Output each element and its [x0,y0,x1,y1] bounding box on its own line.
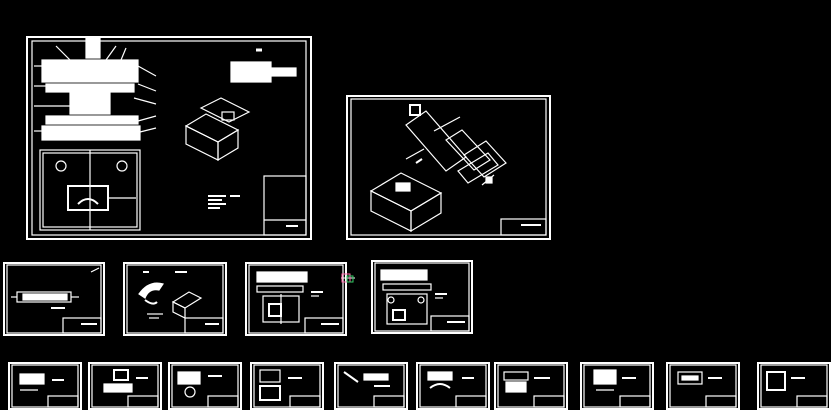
exploded-shaft-assembly [405,104,507,186]
sheet-part-2[interactable] [123,262,227,336]
sheet-part-8[interactable] [250,362,324,410]
sheet-part-13[interactable] [666,362,740,410]
isometric-part [184,97,251,162]
sheet-part-4[interactable] [371,260,473,334]
technical-notes [208,195,240,209]
title-block [263,175,307,236]
sheet-part-1[interactable] [3,262,105,336]
sheet-part-5[interactable] [8,362,82,410]
exploded-block-part [369,158,443,233]
die-front-view [34,37,157,141]
sheet-part-9[interactable] [334,362,408,410]
sheet-part-10[interactable] [416,362,490,410]
sheet-part-6[interactable] [88,362,162,410]
sheet-part-12[interactable] [580,362,654,410]
part-detail [230,48,297,83]
sheet-part-14[interactable] [757,362,831,410]
sheet-part-11[interactable] [494,362,568,410]
sheet-assembly-drawing[interactable] [26,36,312,240]
sheet-part-7[interactable] [168,362,242,410]
sheet-isometric-exploded-view[interactable] [346,95,551,240]
crosshair-cursor-icon [331,263,355,287]
title-block [500,218,547,236]
sheet-part-3[interactable] [245,262,347,336]
die-plan-view [39,149,141,231]
